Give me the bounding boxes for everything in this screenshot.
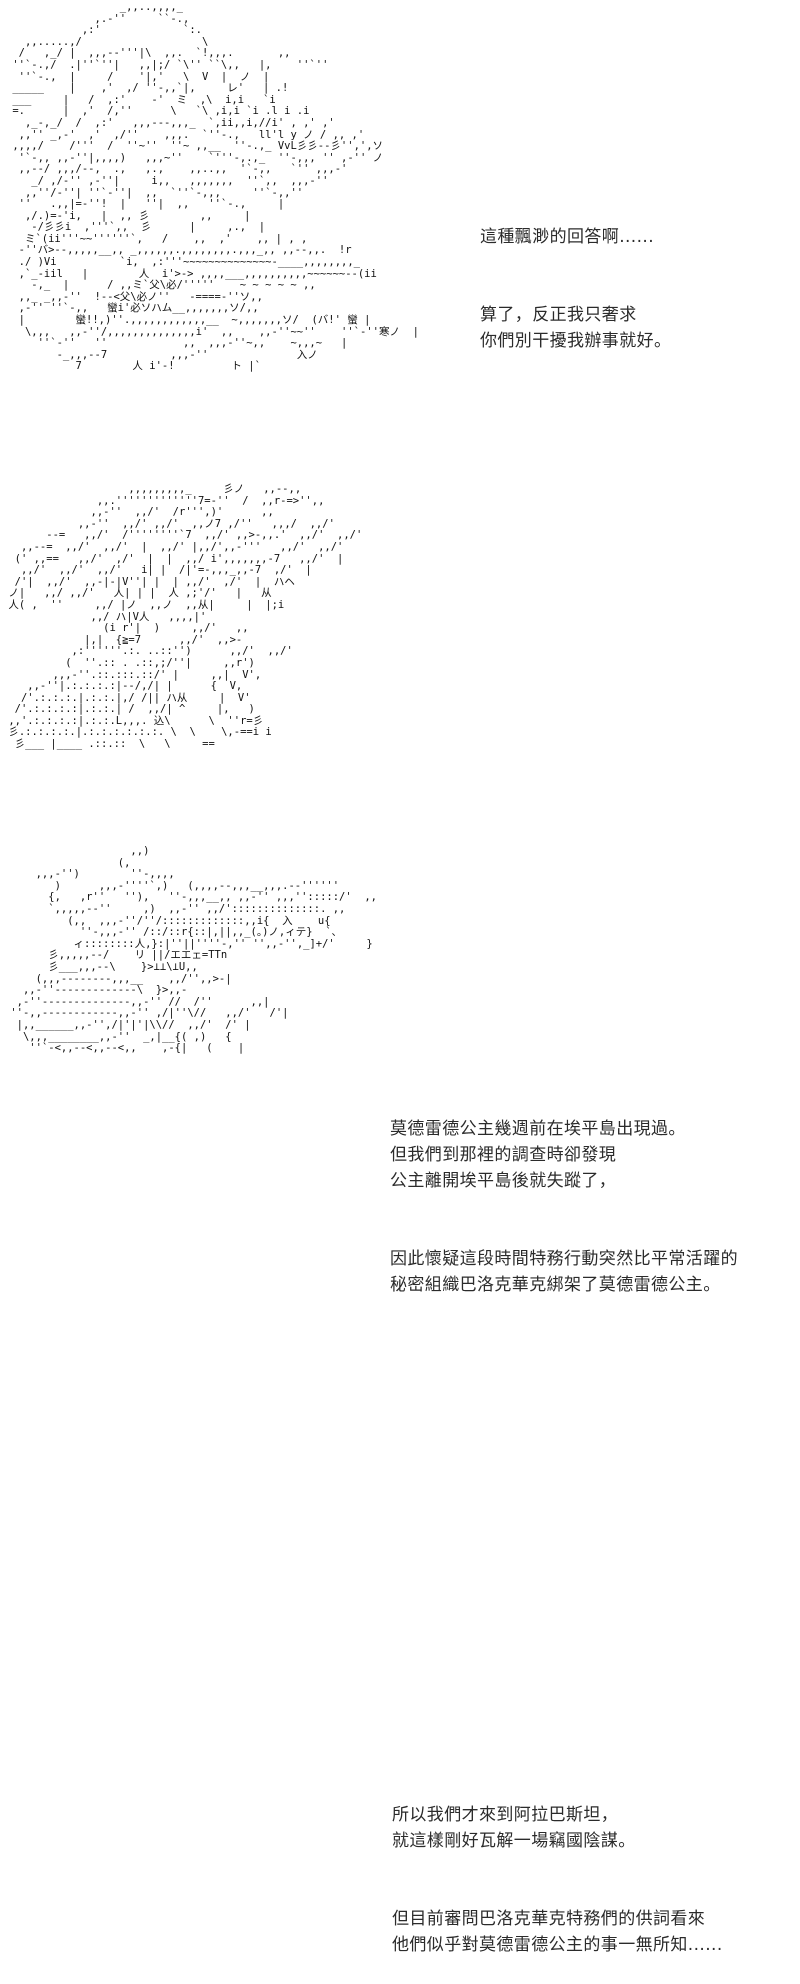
ascii-art-panel-1: _,,..,,,,_ ,.-'' ``-., ,:' `:. ,,.....,/…: [12, 1, 419, 373]
story-panel-3: ,,) (, ,,,-'') ''-,,,, ) ,,,-''''`,) (,,…: [0, 840, 800, 1955]
ascii-art-panel-3: ,,) (, ,,,-'') ''-,,,, ) ,,,-''''`,) (,,…: [10, 845, 377, 1055]
dialogue-block-3: 所以我們才來到阿拉巴斯坦， 就這樣剛好瓦解一場竊國陰謀。 但目前審問巴洛克華克特…: [392, 1776, 723, 1984]
story-panel-1: _,,..,,,,_ ,.-'' ``-., ,:' `:. ,,.....,/…: [0, 0, 800, 480]
ascii-art-panel-2: ,,,,,,,,,_ 彡ノ ,,--,, ,,.'''''''''''''7=-…: [8, 483, 363, 751]
story-panel-2: ,,,,,,,,,_ 彡ノ ,,--,, ,,.'''''''''''''7=-…: [0, 480, 800, 1295]
dialogue-line: 所以我們才來到阿拉巴斯坦， 就這樣剛好瓦解一場竊國陰謀。: [392, 1805, 636, 1851]
dialogue-line: 因此懷疑這段時間特務行動突然比平常活躍的 秘密組織巴洛克華克綁架了莫德雷德公主。: [390, 1249, 738, 1295]
dialogue-line: 這種飄渺的回答啊......: [480, 227, 655, 247]
dialogue-line: 算了，反正我只奢求 你們別干擾我辦事就好。: [480, 305, 672, 351]
dialogue-line: 但目前審問巴洛克華克特務們的供詞看來 他們似乎對莫德雷德公主的事一無所知....…: [392, 1909, 723, 1955]
dialogue-block-1: 這種飄渺的回答啊...... 算了，反正我只奢求 你們別干擾我辦事就好。: [480, 198, 671, 380]
dialogue-line: 莫德雷德公主幾週前在埃平島出現過。 但我們到那裡的調查時卻發現 公主離開埃平島後…: [390, 1119, 686, 1191]
